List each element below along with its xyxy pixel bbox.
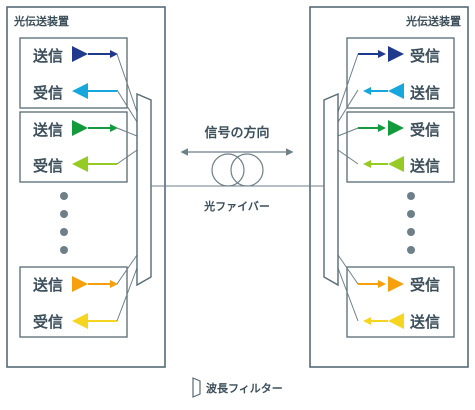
right-channel-arrow-5 bbox=[358, 276, 404, 292]
fiber-coil-icon bbox=[211, 153, 264, 187]
left-port-label-5: 送信 bbox=[32, 276, 63, 294]
right-port-label-4: 送信 bbox=[409, 157, 440, 175]
right-port-label-6: 送信 bbox=[409, 313, 440, 331]
right-channel-arrow-4 bbox=[363, 156, 404, 172]
left-port-label-4: 受信 bbox=[33, 157, 63, 175]
right-channel-arrow-3 bbox=[358, 120, 404, 136]
left-port-label-1: 送信 bbox=[32, 47, 63, 65]
right-wavelength-filter-icon bbox=[323, 92, 339, 287]
right-channel-arrows bbox=[358, 46, 404, 329]
left-channel-arrow-5 bbox=[72, 276, 118, 292]
left-port-label-6: 受信 bbox=[33, 313, 63, 331]
right-port-group-2 bbox=[346, 111, 455, 183]
right-port-label-1: 受信 bbox=[410, 47, 440, 65]
signal-direction-label: 信号の方向 bbox=[204, 125, 269, 141]
legend-wavelength-filter-icon bbox=[192, 377, 201, 398]
left-channel-arrow-1 bbox=[72, 46, 118, 62]
left-port-label-3: 送信 bbox=[32, 121, 63, 139]
left-fan-lines bbox=[116, 53, 138, 322]
right-device-title: 光伝送装置 bbox=[405, 14, 461, 28]
left-channel-arrows bbox=[72, 46, 118, 329]
right-channel-arrow-2 bbox=[363, 83, 404, 99]
left-ellipsis-dots bbox=[60, 192, 68, 254]
right-port-label-5: 受信 bbox=[410, 276, 440, 294]
right-port-label-3: 受信 bbox=[410, 121, 440, 139]
left-wavelength-filter-icon bbox=[136, 92, 152, 287]
left-channel-arrow-3 bbox=[72, 120, 118, 136]
legend-label: 波長フィルター bbox=[206, 381, 283, 395]
left-port-label-2: 受信 bbox=[33, 84, 63, 102]
right-channel-arrow-6 bbox=[363, 313, 404, 329]
right-fan-lines bbox=[337, 53, 359, 322]
right-channel-arrow-1 bbox=[358, 46, 404, 62]
left-device-title: 光伝送装置 bbox=[13, 14, 69, 28]
right-ellipsis-dots bbox=[407, 192, 415, 254]
left-channel-arrow-4 bbox=[72, 156, 117, 172]
right-port-label-2: 送信 bbox=[409, 84, 440, 102]
left-channel-arrow-2 bbox=[72, 83, 117, 99]
fiber-label: 光ファイバー bbox=[203, 199, 270, 213]
left-channel-arrow-6 bbox=[72, 313, 117, 329]
